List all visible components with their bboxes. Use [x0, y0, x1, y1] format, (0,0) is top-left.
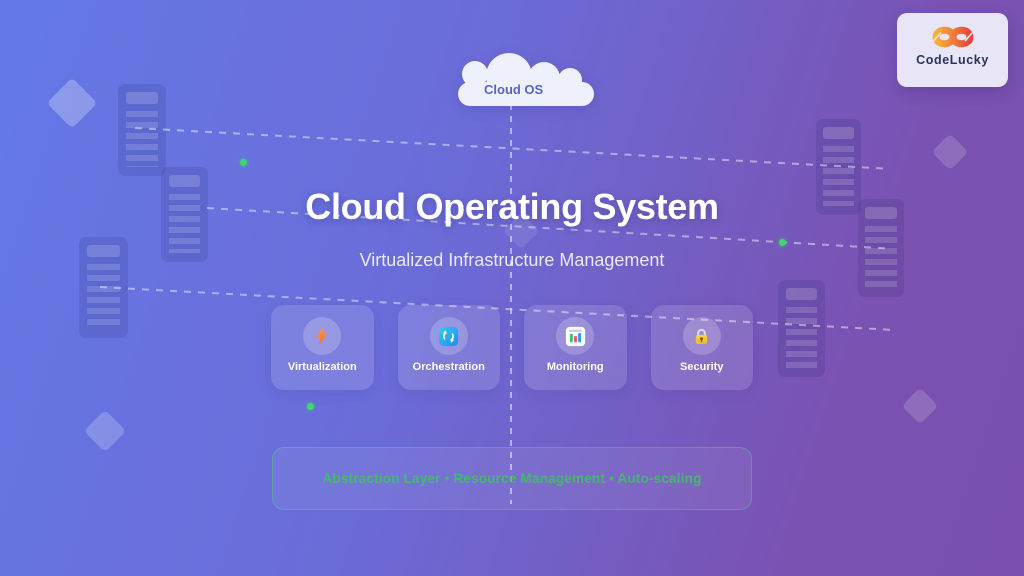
diamond-decoration: [931, 133, 969, 171]
feature-card-label: Orchestration: [412, 361, 485, 373]
dashed-vertical-line: [510, 104, 512, 504]
codelucky-logo-badge[interactable]: CodeLucky: [897, 13, 1008, 87]
bar-chart-icon: [556, 317, 595, 355]
server-rack-decoration: [118, 84, 166, 176]
green-node-dot: [779, 239, 786, 246]
page-title: Cloud Operating System: [305, 186, 719, 227]
server-rack-decoration: [79, 237, 128, 338]
green-node-dot: [240, 159, 247, 166]
infinity-icon: [931, 26, 974, 48]
server-rack-decoration: [858, 199, 904, 297]
cloud-icon: [458, 82, 594, 106]
feature-card-security[interactable]: Security: [650, 305, 753, 390]
diamond-decoration: [901, 387, 939, 425]
diamond-decoration: [46, 77, 98, 129]
diamond-decoration: [83, 409, 127, 453]
page-subtitle: Virtualized Infrastructure Management: [359, 250, 665, 270]
feature-card-label: Monitoring: [546, 361, 604, 373]
cloud-os-badge: Cloud OS: [458, 53, 594, 106]
brand-name: CodeLucky: [916, 53, 989, 67]
feature-card-row: Virtualization Orchestration: [271, 305, 753, 390]
server-rack-decoration: [161, 167, 208, 262]
feature-card-label: Virtualization: [287, 361, 357, 373]
lightning-bolt-icon: [303, 317, 342, 355]
padlock-icon: [682, 317, 721, 355]
sync-arrows-icon: [429, 317, 468, 355]
abstraction-layer-banner: Abstraction Layer • Resource Management …: [272, 447, 752, 510]
abstraction-layer-text: Abstraction Layer • Resource Management …: [322, 471, 702, 486]
green-node-dot: [307, 403, 314, 410]
feature-card-orchestration[interactable]: Orchestration: [397, 305, 500, 390]
feature-card-label: Security: [680, 361, 724, 373]
server-rack-decoration: [816, 119, 861, 215]
cloud-os-label: Cloud OS: [484, 82, 544, 97]
server-rack-decoration: [778, 280, 825, 377]
feature-card-monitoring[interactable]: Monitoring: [524, 305, 627, 390]
feature-card-virtualization[interactable]: Virtualization: [271, 305, 374, 390]
